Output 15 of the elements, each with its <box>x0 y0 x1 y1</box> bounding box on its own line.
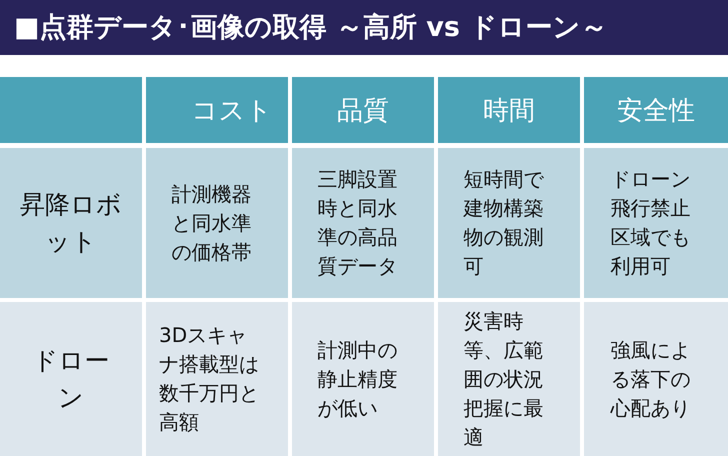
column-header: 品質 <box>292 77 434 143</box>
table-cell: 強風による落下の心配あり <box>584 302 728 456</box>
table-cell: 三脚設置時と同水準の高品質データ <box>292 148 434 298</box>
column-header: 時間 <box>438 77 580 143</box>
column-header: 安全性 <box>584 77 728 143</box>
title-bar: ■点群データ･画像の取得 ～高所 vs ドローン～ <box>0 0 728 55</box>
column-header: コスト <box>146 77 288 143</box>
table-cell: 短時間で建物構築物の観測可 <box>438 148 580 298</box>
row-header: ドローン <box>0 302 142 456</box>
table-cell: 計測機器と同水準の価格帯 <box>146 148 288 298</box>
table-cell: 災害時等、広範囲の状況把握に最適 <box>438 302 580 456</box>
table-cell: 3Dスキャナ搭載型は数千万円と高額 <box>146 302 288 456</box>
table-cell: 計測中の静止精度が低い <box>292 302 434 456</box>
table-cell: ドローン飛行禁止区域でも利用可 <box>584 148 728 298</box>
row-header: 昇降ロボット <box>0 148 142 298</box>
